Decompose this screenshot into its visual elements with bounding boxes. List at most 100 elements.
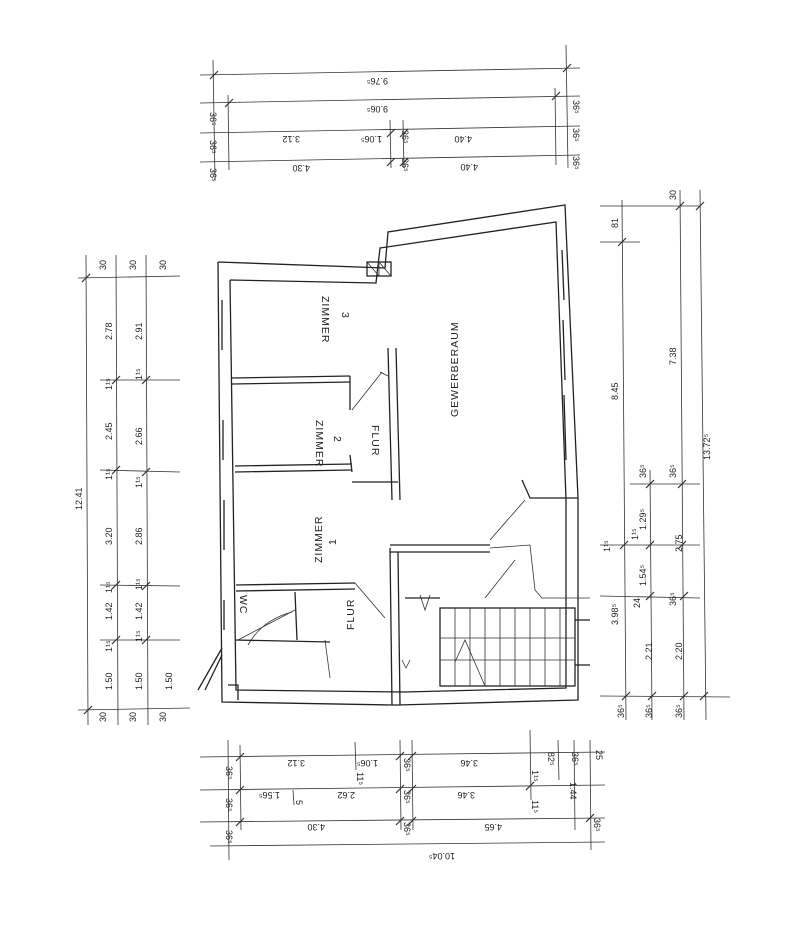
left-r1-dim: 3.20 <box>104 527 114 545</box>
top-row4-left-dim: 36⁵ <box>208 168 218 182</box>
right-r2-dim: 2.21 <box>644 642 654 660</box>
bottom-r2-dim: 5 <box>294 800 304 805</box>
bottom-r2-dim: 36⁵ <box>224 798 234 812</box>
right-r2-dim: 1.29⁵ <box>638 508 648 530</box>
top-row3-right-dim: 36⁵ <box>571 128 581 142</box>
bottom-r1-dim: 36⁵ <box>224 766 234 780</box>
bottom-r1-dim: 11⁵ <box>355 772 365 785</box>
left-r1-dim: 1.42 <box>104 602 114 620</box>
right-r1-dim: 3.98⁵ <box>610 603 620 625</box>
right-r3-dim: 36⁵ <box>674 704 684 718</box>
room-label-zimmer-2-number: 2 <box>331 436 343 443</box>
top-row4-b-dim: 36⁵ <box>400 158 410 172</box>
room-label-flur-upper: FLUR <box>369 425 381 456</box>
left-r2-dim: 1¹⁵ <box>134 630 144 642</box>
bottom-r2-dim: 11⁵ <box>530 800 540 813</box>
top-row2-dim: 9.06⁵ <box>366 104 388 114</box>
bottom-r2-dim: 2.62 <box>337 790 355 800</box>
bottom-r3-dim: 36⁵ <box>402 822 412 836</box>
right-r2-dim: 24 <box>632 598 642 608</box>
top-row3-b-dim: 1.06⁵ <box>360 134 382 144</box>
top-row4-right-dim: 36⁵ <box>571 156 581 170</box>
right-r3-dim: 2.20 <box>674 642 684 660</box>
bottom-r2-dim: 1.56⁵ <box>258 790 280 800</box>
left-r1-dim: 1¹⁵ <box>104 640 114 652</box>
right-r2-dim: 36⁵ <box>638 464 648 478</box>
room-label-zimmer-2-word: ZIMMER <box>313 420 325 467</box>
bottom-r3-dim: 4.30 <box>307 822 325 832</box>
left-r2-dim: 1.50 <box>134 672 144 690</box>
right-dimension-chain: 13.72⁵ 81 8.45 1¹⁵ 3.98⁵ 36⁵ 36⁵ 1.29⁵ 1… <box>599 190 731 721</box>
left-r1-dim: 1¹⁵ <box>104 378 114 390</box>
bottom-r1-dim: 25 <box>594 750 604 760</box>
bottom-r2-dim: 36⁵ <box>402 790 412 804</box>
right-r1-dim: 8.45 <box>610 382 620 400</box>
left-r2-dim: 2.91 <box>134 322 144 340</box>
room-label-zimmer-1-word: ZIMMER <box>313 516 325 563</box>
building-walls <box>197 204 590 706</box>
left-total-dim: 12.41 <box>74 487 84 510</box>
top-dimension-chain: 9.76⁵ 9.06⁵ 36⁵ 36⁵ 3.12 1.06⁵ 36⁵ 4.40 … <box>199 44 581 182</box>
right-r3-dim: 30 <box>668 190 678 200</box>
left-r1-dim: 30 <box>98 712 108 722</box>
right-r3-dim: 7.38 <box>668 347 678 365</box>
right-total-dim: 13.72⁵ <box>702 433 712 460</box>
right-r2-dim: 1.54⁵ <box>638 564 648 586</box>
left-dimension-chain: 12.41 30 2.78 1¹⁵ 2.45 1¹⁵ 3.20 1¹⁵ 1.42… <box>74 254 191 726</box>
staircase <box>439 607 576 687</box>
bottom-r1-dim: 3.12 <box>287 758 305 768</box>
top-row3-a-dim: 3.12 <box>282 134 300 144</box>
room-label-flur-lower: FLUR <box>345 599 357 630</box>
left-r2-dim: 2.86 <box>134 527 144 545</box>
bottom-r1-dim: 3.46 <box>460 758 478 768</box>
left-r2-dim: 1¹⁵ <box>134 368 144 380</box>
left-r1-dim: 2.78 <box>104 322 114 340</box>
left-r1-dim: 30 <box>98 260 108 270</box>
bottom-r1-dim: 1¹⁵ <box>530 770 540 782</box>
room-label-zimmer-1-number: 1 <box>327 538 339 545</box>
top-row3-left-dim: 36⁵ <box>208 140 218 154</box>
left-r1-dim: 2.45 <box>104 422 114 440</box>
room-label-gewerberaum: GEWERBERAUM <box>449 321 461 417</box>
right-r2-dim: 1¹⁵ <box>630 528 640 540</box>
bottom-r3-dim: 4.65 <box>484 822 502 832</box>
bottom-total-dim: 10.04⁵ <box>428 851 455 861</box>
left-r2-dim: 2.66 <box>134 427 144 445</box>
right-r1-dim: 1¹⁵ <box>602 540 612 552</box>
left-r3-dim: 30 <box>158 712 168 722</box>
wc-door-swing <box>237 609 296 641</box>
bottom-r1-dim: 36⁵ <box>570 752 580 766</box>
bottom-r1-dim: 1.06⁵ <box>356 758 378 768</box>
left-r2-dim: 1.42 <box>134 602 144 620</box>
room-label-wc: WC <box>237 595 249 615</box>
right-r3-dim: 36⁵ <box>668 464 678 478</box>
bottom-r3-dim: 36⁵ <box>224 830 234 844</box>
top-total-dim: 9.76⁵ <box>366 76 388 86</box>
left-r2-dim: 1¹⁵ <box>134 476 144 488</box>
right-r1-dim: 36⁵ <box>616 704 626 718</box>
top-row2-left-dim: 36⁵ <box>208 112 218 126</box>
left-r1-dim: 1¹⁵ <box>104 581 114 593</box>
bottom-r2-dim: 3.46 <box>457 790 475 800</box>
top-row2-right-dim: 36⁵ <box>571 100 581 114</box>
left-r1-dim: 1¹⁵ <box>104 468 114 480</box>
left-r1-dim: 1.50 <box>104 672 114 690</box>
bottom-dimension-chain: 10.04⁵ 36⁵ 3.12 1.06⁵ 11⁵ 36⁵ 3.46 1¹⁵ 8… <box>199 729 606 861</box>
right-r3-dim: 2.75 <box>674 534 684 552</box>
top-row3-d-dim: 4.40 <box>454 134 472 144</box>
room-label-zimmer-3-number: 3 <box>339 312 351 319</box>
left-r2-dim: 1¹⁵ <box>134 578 144 590</box>
room-labels: ZIMMER 3 ZIMMER 2 ZIMMER 1 FLUR FLUR GEW… <box>237 296 461 630</box>
left-r2-dim: 30 <box>128 712 138 722</box>
bottom-r2-dim: 1.44 <box>568 782 578 800</box>
bottom-r1-dim: 82⁵ <box>546 752 556 766</box>
top-row4-c-dim: 4.40 <box>460 162 478 172</box>
right-r2-dim: 36⁵ <box>644 704 654 718</box>
right-r1-dim: 81 <box>610 218 620 228</box>
left-r2-dim: 30 <box>128 260 138 270</box>
top-row3-c-dim: 36⁵ <box>400 130 410 144</box>
left-r3-dim: 30 <box>158 260 168 270</box>
bottom-r1-dim: 36⁵ <box>402 758 412 772</box>
room-label-zimmer-3-word: ZIMMER <box>319 296 331 343</box>
